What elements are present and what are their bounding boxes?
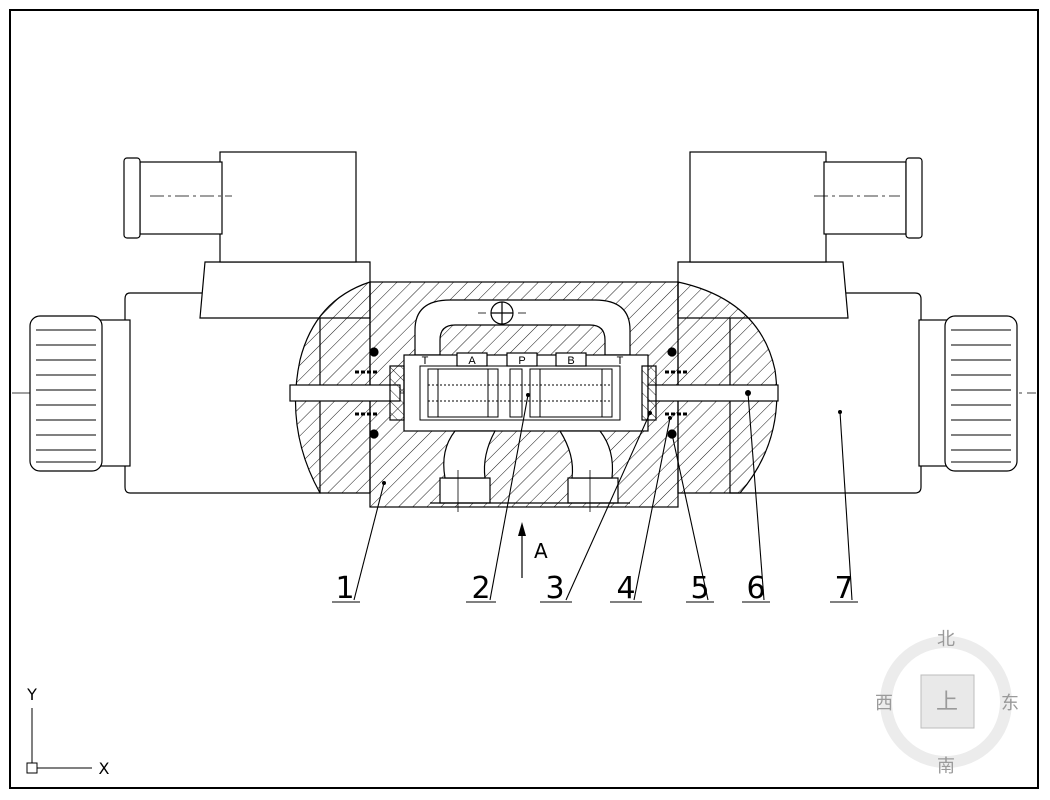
part-label-5[interactable]: 5 xyxy=(690,571,709,606)
port-label-a: A xyxy=(468,355,476,367)
valve-assembly xyxy=(29,151,1018,512)
ucs-icon: Y X xyxy=(26,685,109,778)
left-sleeve xyxy=(99,319,131,467)
part-label-2[interactable]: 2 xyxy=(471,571,490,606)
right-sleeve xyxy=(918,319,950,467)
right-manual-knob[interactable] xyxy=(944,315,1018,472)
viewcube-face[interactable] xyxy=(920,674,975,729)
left-solenoid-housing xyxy=(124,292,321,494)
valve-spool xyxy=(419,365,621,421)
right-spring xyxy=(641,347,779,439)
right-plug[interactable] xyxy=(823,161,907,235)
view-label: A xyxy=(534,539,548,563)
part-leaders xyxy=(332,392,858,603)
left-plug[interactable] xyxy=(139,161,223,235)
port-label-t-left: T xyxy=(422,355,429,367)
viewcube-south[interactable]: 南 xyxy=(937,756,955,777)
part-label-4[interactable]: 4 xyxy=(616,571,635,606)
viewcube-face-label[interactable]: 上 xyxy=(936,690,958,715)
right-coil-box xyxy=(689,151,827,263)
right-solenoid-housing xyxy=(729,292,922,494)
viewcube-north[interactable]: 北 xyxy=(937,629,955,650)
port-label-t-right: T xyxy=(617,355,624,367)
part-labels: 1 2 3 4 5 6 7 xyxy=(335,571,853,606)
leader-dots xyxy=(382,390,842,485)
drawing-frame xyxy=(9,9,1039,789)
ucs-y-label: Y xyxy=(26,685,37,704)
left-manual-knob[interactable] xyxy=(29,315,103,472)
part-label-1[interactable]: 1 xyxy=(335,571,354,606)
part-label-6[interactable]: 6 xyxy=(746,571,765,606)
viewcube-ring[interactable] xyxy=(880,636,1012,768)
viewcube-east[interactable]: 东 xyxy=(1001,693,1019,714)
port-label-b: B xyxy=(567,355,574,367)
part-label-7[interactable]: 7 xyxy=(834,571,853,606)
view-arrow: A xyxy=(518,522,548,578)
viewcube-west[interactable]: 西 xyxy=(875,693,893,714)
part-label-3[interactable]: 3 xyxy=(545,571,564,606)
port-channel-a xyxy=(443,430,497,479)
left-spring xyxy=(289,347,405,439)
ucs-x-label: X xyxy=(99,759,110,778)
port-channel-b xyxy=(558,430,614,479)
viewcube[interactable]: 上 北 南 西 东 xyxy=(875,629,1019,777)
port-label-p: P xyxy=(518,355,525,367)
left-coil-box xyxy=(219,151,357,263)
port-labels: T A P B T xyxy=(422,355,624,367)
